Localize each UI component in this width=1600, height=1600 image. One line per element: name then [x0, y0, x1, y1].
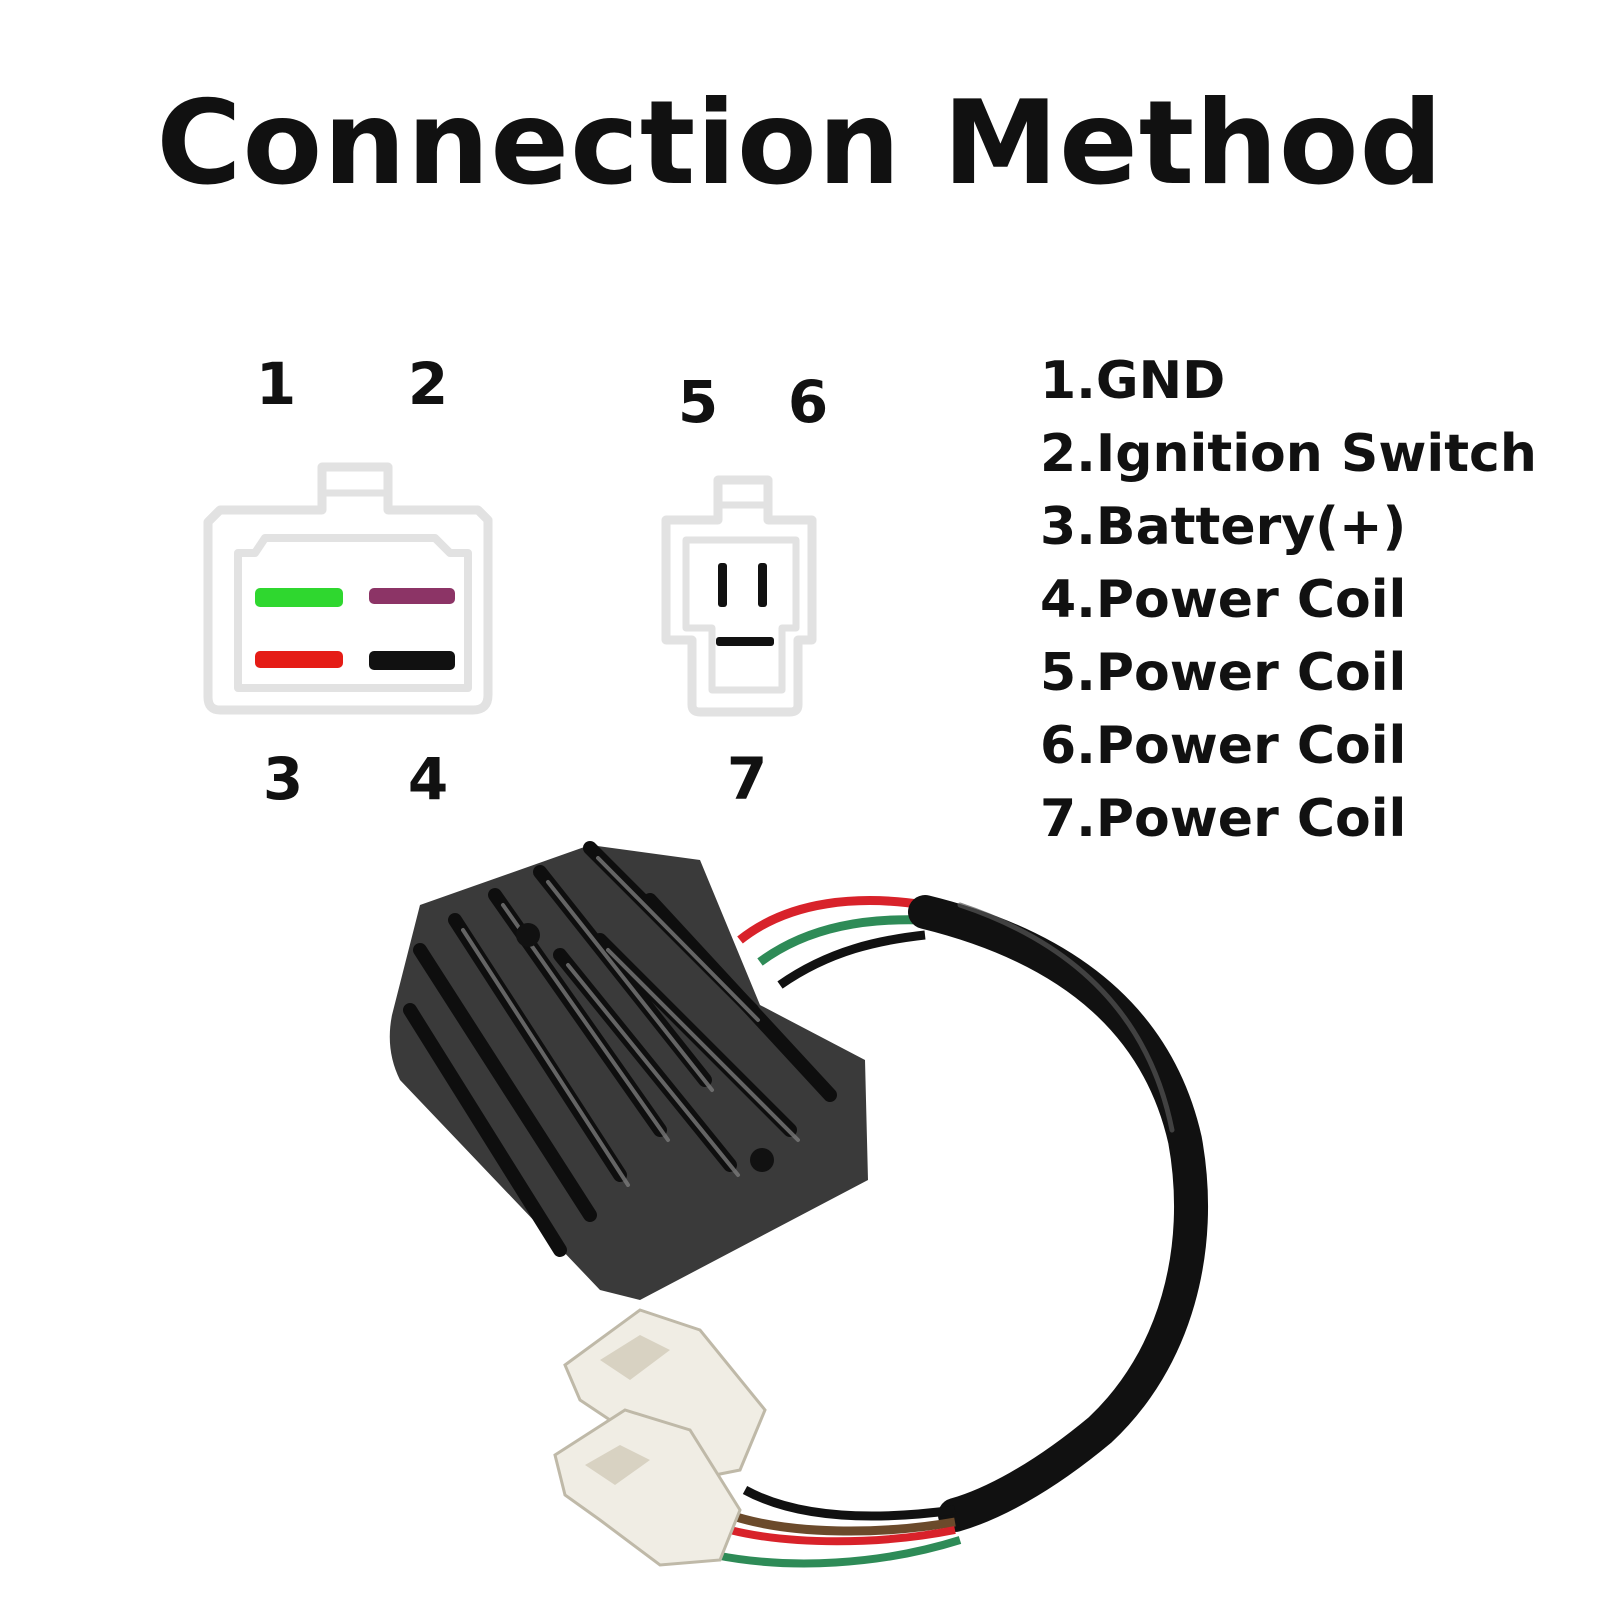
- mounting-hole-top: [516, 923, 540, 947]
- pin-slot-5: [718, 563, 727, 607]
- wire-red: [737, 896, 926, 944]
- mounting-hole-bottom: [750, 1148, 774, 1172]
- plug-four-pin: [563, 1308, 767, 1482]
- pin-label-4: 4: [407, 745, 449, 813]
- wire-black: [777, 930, 926, 989]
- pin-label-6: 6: [787, 368, 829, 436]
- pin-label-2: 2: [407, 350, 449, 418]
- page-title: Connection Method: [156, 76, 1444, 211]
- heatsink-body: [389, 845, 868, 1300]
- pin-label-3: 3: [262, 745, 304, 813]
- three-pin-connector-inner: [682, 536, 800, 694]
- legend-item-battery: 3.Battery(+): [1040, 497, 1407, 557]
- plug-three-pin: [553, 1408, 742, 1567]
- legend-item-coil-7: 7.Power Coil: [1040, 789, 1407, 849]
- wire-brown-plug: [728, 1510, 956, 1536]
- wire-red-plug: [729, 1526, 956, 1546]
- wire-green-plug: [714, 1536, 962, 1568]
- pin-slot-4: [369, 651, 455, 670]
- four-pin-connector-outline: [203, 462, 493, 715]
- pin-label-5: 5: [677, 368, 719, 436]
- pin-slot-1: [255, 588, 343, 607]
- pin-legend: 1.GND 2.Ignition Switch 3.Battery(+) 4.P…: [1040, 345, 1537, 856]
- four-pin-connector: [203, 462, 493, 715]
- legend-item-ignition: 2.Ignition Switch: [1040, 424, 1537, 484]
- three-pin-connector-outline: [661, 475, 817, 717]
- legend-item-gnd: 1.GND: [1040, 351, 1226, 411]
- pin-label-1: 1: [255, 350, 297, 418]
- pin-slot-7: [716, 637, 774, 646]
- legend-item-coil-4: 4.Power Coil: [1040, 570, 1407, 630]
- cable-highlight: [957, 902, 1175, 1133]
- pin-label-7: 7: [726, 745, 768, 813]
- legend-item-coil-6: 6.Power Coil: [1040, 716, 1407, 776]
- four-pin-connector-inner: [234, 534, 472, 692]
- wire-black-plug: [742, 1486, 956, 1521]
- pin-slot-6: [758, 563, 767, 607]
- cable-sheath: [908, 895, 1209, 1532]
- legend-item-coil-5: 5.Power Coil: [1040, 643, 1407, 703]
- pin-slot-3: [255, 651, 343, 668]
- three-pin-connector: [661, 475, 817, 717]
- wire-green: [757, 915, 926, 966]
- regulator-rectifier: [389, 841, 1209, 1568]
- pin-slot-2: [369, 588, 455, 604]
